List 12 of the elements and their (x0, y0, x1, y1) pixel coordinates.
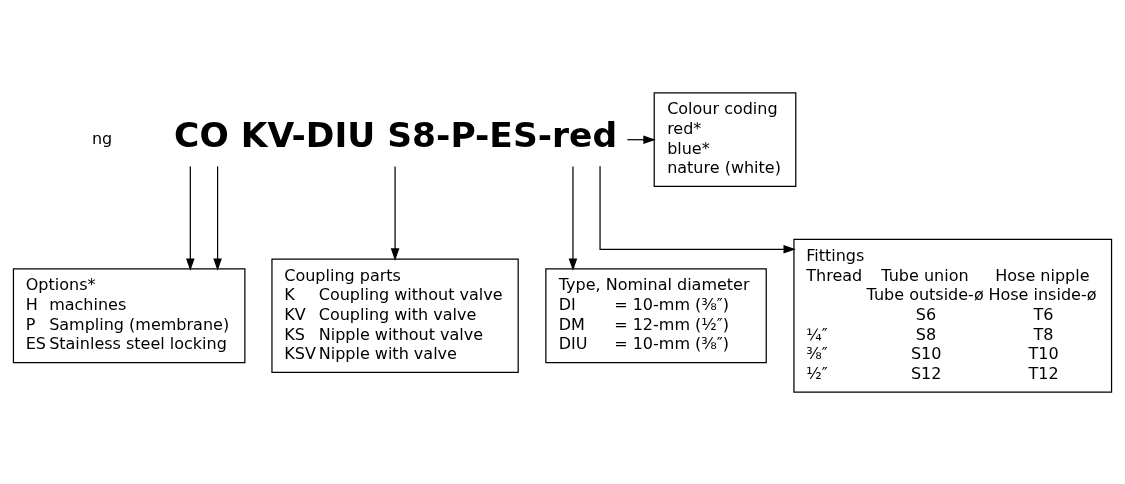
arrow (599, 165, 796, 254)
node-box: Options* H machines P Sampling (membrane) ES Stainless steel locking (12, 267, 246, 363)
node-box: Type, Nominal diameter DI = 10-mm (⅜″) DM = 12-mm (½″) DIU = 10-mm (⅜″) (545, 267, 767, 363)
node-box: Coupling parts K Coupling without valve KV Coupling with valve KS Nipple without valve KSV Nipple with valve (271, 258, 519, 373)
node-text: CO KV-DIU S8-P-ES-red (174, 114, 618, 155)
arrow (568, 165, 578, 271)
arrow (186, 165, 195, 271)
label: ng (91, 128, 113, 148)
node-box: Fittings Thread Tube union Hose nipple Tube outside-ø Hose inside-ø S6 T6 ¼″ S8 T8 ⅜″ S10 T10 ½″ S12 T12 (793, 238, 1113, 393)
arrow (213, 165, 222, 271)
node-box: Colour coding red* blue* nature (white) (653, 91, 797, 187)
arrow (390, 165, 400, 261)
